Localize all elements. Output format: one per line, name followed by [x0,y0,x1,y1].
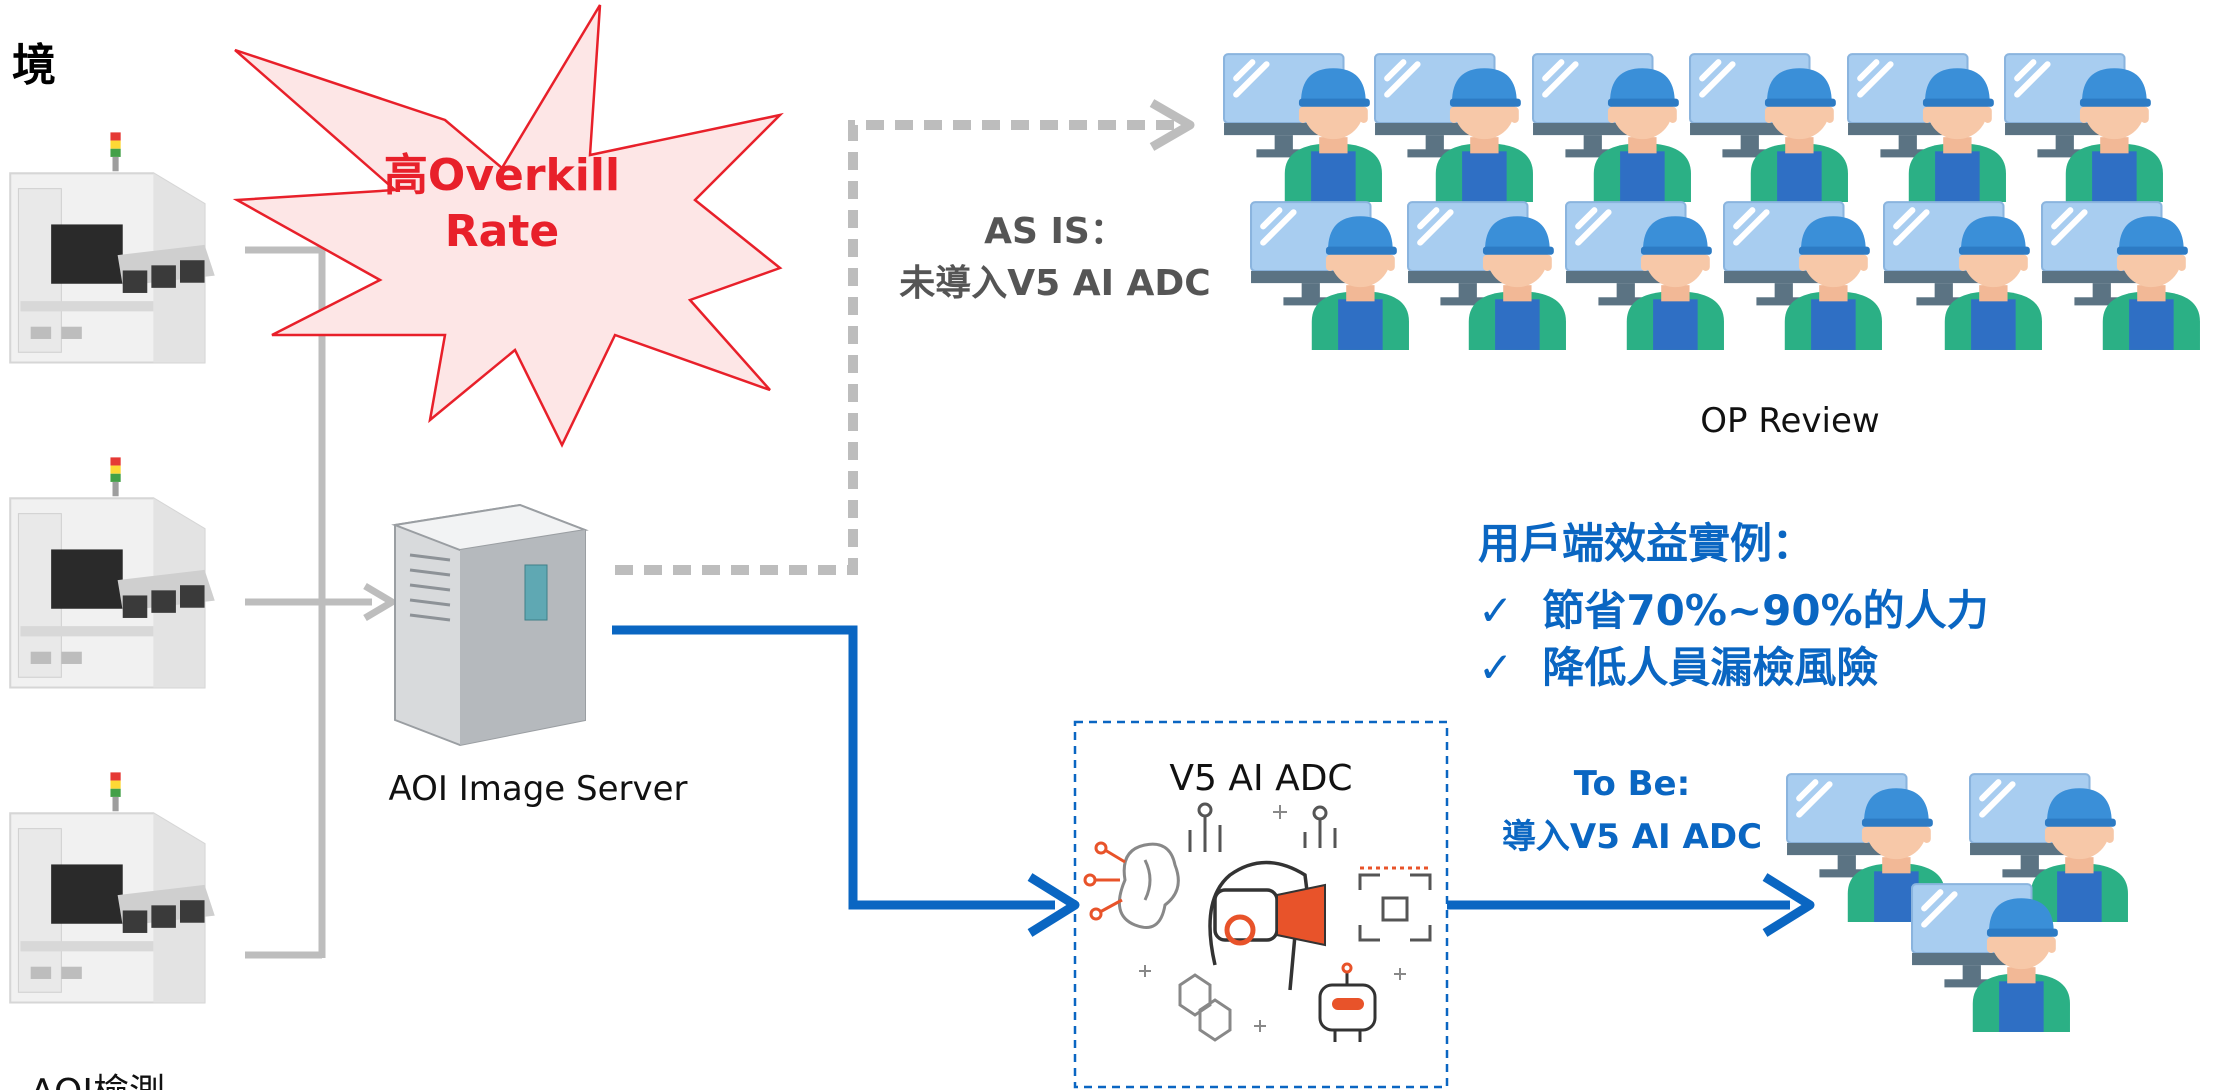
aoi-label: AOI檢測 [30,1072,165,1090]
as-is-arrowhead [1149,99,1195,151]
aoi-collector-lines [245,246,372,959]
server-label: AOI Image Server [388,769,687,809]
operator-icon [1884,202,2042,350]
operator-icon [1224,54,1382,202]
aoi-machine-icon [9,771,216,1004]
aoi-machine-icon [9,456,216,689]
adc-box [1073,720,1449,1089]
operator-icon [1251,202,1409,350]
benefit-item: ✓ 節省70%~90%的人力 [1478,586,1989,635]
operator-icon [1848,54,2006,202]
operator-icon [2042,202,2200,350]
to-be-line1: To Be: [1574,764,1690,804]
as-is-dashed-line [615,120,1175,575]
operator-icon [1533,54,1691,202]
corner-title: 境 [12,40,56,91]
op-review-label: OP Review [1700,401,1879,441]
as-is-line1: AS IS： [984,211,1126,252]
adc-box-title: V5 AI ADC [1169,758,1352,799]
as-is-line2: 未導入V5 AI ADC [899,263,1210,304]
starburst-line1: 高Overkill [384,150,620,201]
server-icon [391,503,589,747]
operator-group-to-be [1787,774,2128,1032]
operator-icon [1690,54,1848,202]
aoi-machine-icon [9,131,216,364]
operator-group-as-is [1224,54,2200,350]
operator-icon [1724,202,1882,350]
operator-icon [1408,202,1566,350]
operator-icon [1375,54,1533,202]
benefit-item: ✓ 降低人員漏檢風險 [1478,643,1878,692]
ai-adc-icon [1083,802,1432,1042]
to-be-line [612,625,1055,910]
starburst-icon [232,4,784,448]
to-be-line2: 導入V5 AI ADC [1502,817,1762,857]
benefits-title: 用戶端效益實例： [1478,519,1814,568]
starburst-line2: Rate [445,206,559,257]
operator-icon [2005,54,2163,202]
operator-icon [1566,202,1724,350]
to-be-arrowhead-2 [1762,873,1815,937]
arrow-to-server [363,582,396,622]
